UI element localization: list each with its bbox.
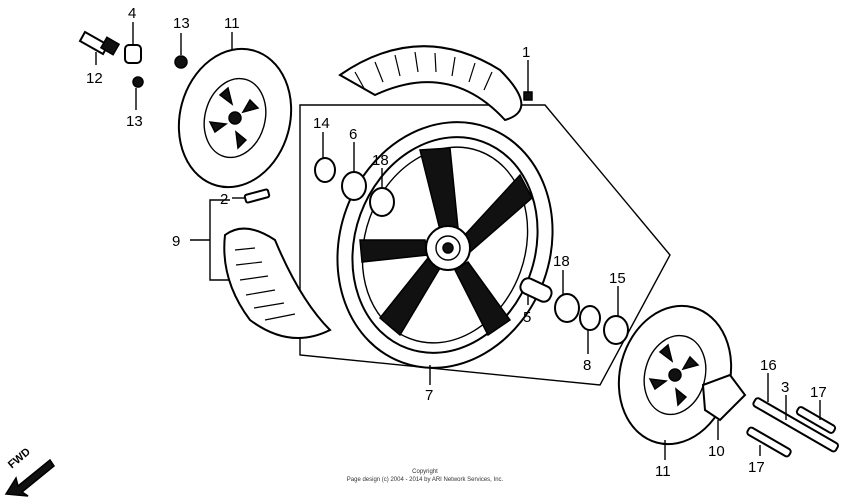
callout-11-top: 11 [224, 15, 240, 32]
spacer-5 [519, 277, 553, 303]
tire-upper [338, 45, 523, 122]
callout-16: 16 [760, 357, 777, 374]
callout-9: 9 [172, 233, 180, 250]
bolt-12 [78, 30, 121, 56]
gearbox-10 [701, 373, 747, 422]
ring-6 [341, 171, 367, 201]
copyright-line-2: Page design (c) 2004 - 2014 by ARI Netwo… [346, 477, 504, 483]
nut-13-bottom [132, 76, 144, 88]
callout-10: 10 [708, 443, 725, 460]
callout-13-bottom: 13 [126, 113, 143, 130]
bearing-18-upper [369, 187, 395, 217]
callout-3: 3 [781, 379, 789, 396]
valve-2 [243, 188, 271, 204]
tire-left [223, 227, 332, 339]
callout-14: 14 [313, 115, 330, 132]
leader-lines [95, 22, 821, 460]
bearing-14 [314, 157, 336, 183]
callout-5: 5 [523, 309, 531, 326]
callout-13-top: 13 [173, 15, 190, 32]
callout-4: 4 [128, 5, 136, 22]
callout-7: 7 [425, 387, 433, 404]
callout-6: 6 [349, 126, 357, 143]
brake-disc-right [617, 304, 733, 446]
callout-12: 12 [86, 70, 103, 87]
callout-2: 2 [220, 191, 228, 208]
callout-11-bottom: 11 [655, 463, 671, 480]
fwd-arrow-icon [4, 458, 56, 497]
seal-15 [603, 315, 629, 345]
bolt-17-top [795, 406, 837, 434]
copyright-notice: Copyright Page design (c) 2004 - 2014 by… [300, 468, 550, 484]
bearing-18-lower [554, 293, 580, 323]
callout-18-upper: 18 [372, 152, 389, 169]
callout-8: 8 [583, 357, 591, 374]
collar-4 [124, 44, 142, 64]
copyright-line-1: Copyright [412, 469, 438, 475]
nut-13-top [174, 55, 188, 69]
callout-1: 1 [522, 44, 530, 61]
axle-3 [752, 397, 839, 453]
brake-disc-left [177, 47, 293, 189]
circlip-8 [579, 305, 601, 331]
callout-17-top: 17 [810, 384, 827, 401]
callout-18-lower: 18 [553, 253, 570, 270]
callout-17-bottom: 17 [748, 459, 765, 476]
callout-15: 15 [609, 270, 626, 287]
bolt-17-bottom [746, 426, 792, 458]
wheel-hub [425, 225, 471, 271]
bolt-1 [523, 78, 533, 101]
